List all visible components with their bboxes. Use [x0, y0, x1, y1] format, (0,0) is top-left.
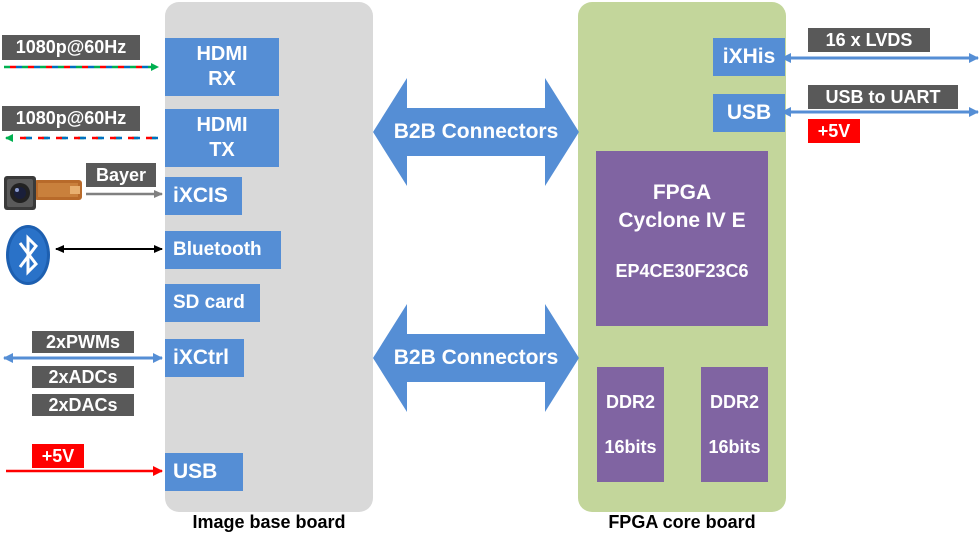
- base-board-caption: Image base board: [192, 512, 346, 532]
- ddr2-block-a: DDR2 16bits: [597, 367, 664, 482]
- ddr2-a-label: DDR2: [605, 392, 655, 412]
- fpga-chip-block: FPGA Cyclone IV E EP4CE30F23C6: [596, 151, 768, 326]
- hdmi-tx-block: HDMI TX: [165, 109, 279, 167]
- bluetooth-icon: [6, 225, 50, 285]
- power-in-tag: +5V: [32, 444, 84, 468]
- base-usb-block: USB: [165, 453, 243, 491]
- fpga-title: FPGA: [652, 181, 712, 204]
- hdmi-tx-line1: HDMI: [196, 114, 248, 136]
- hdmi-rx-line1: HDMI: [196, 43, 248, 65]
- lvds-tag: 16 x LVDS: [808, 28, 930, 52]
- ixcis-block: iXCIS: [165, 177, 242, 215]
- hdmi-rx-block: HDMI RX: [165, 38, 279, 96]
- b2b-connectors-label-top: B2B Connectors: [393, 120, 559, 143]
- dacs-tag: 2xDACs: [32, 394, 134, 416]
- fpga-part-number: EP4CE30F23C6: [615, 261, 749, 281]
- camera-module-icon: [4, 176, 82, 210]
- usb-uart-tag: USB to UART: [808, 85, 958, 109]
- b2b-connectors-label-bottom: B2B Connectors: [393, 346, 559, 369]
- b2b-connector-arrow-bottom: [373, 304, 579, 412]
- hdmi-rx-line2: RX: [208, 68, 236, 90]
- core-usb-block: USB: [713, 94, 785, 132]
- sd-card-block: SD card: [165, 284, 260, 322]
- ddr2-a-width: 16bits: [604, 437, 657, 457]
- core-board-caption: FPGA core board: [608, 512, 756, 532]
- power-out-tag: +5V: [808, 119, 860, 143]
- hdmi-tx-line2: TX: [209, 139, 235, 161]
- hdmi-out-tag: 1080p@60Hz: [2, 106, 140, 131]
- pwms-tag: 2xPWMs: [32, 331, 134, 353]
- hdmi-in-tag: 1080p@60Hz: [2, 35, 140, 60]
- bluetooth-block: Bluetooth: [165, 231, 281, 269]
- adcs-tag: 2xADCs: [32, 366, 134, 388]
- ixhis-block: iXHis: [713, 38, 785, 76]
- fpga-family: Cyclone IV E: [618, 209, 746, 232]
- b2b-connector-arrow-top: [373, 78, 579, 186]
- ddr2-b-width: 16bits: [708, 437, 761, 457]
- ixctrl-block: iXCtrl: [165, 339, 244, 377]
- bayer-tag: Bayer: [86, 163, 156, 187]
- ddr2-block-b: DDR2 16bits: [701, 367, 768, 482]
- ddr2-b-label: DDR2: [709, 392, 759, 412]
